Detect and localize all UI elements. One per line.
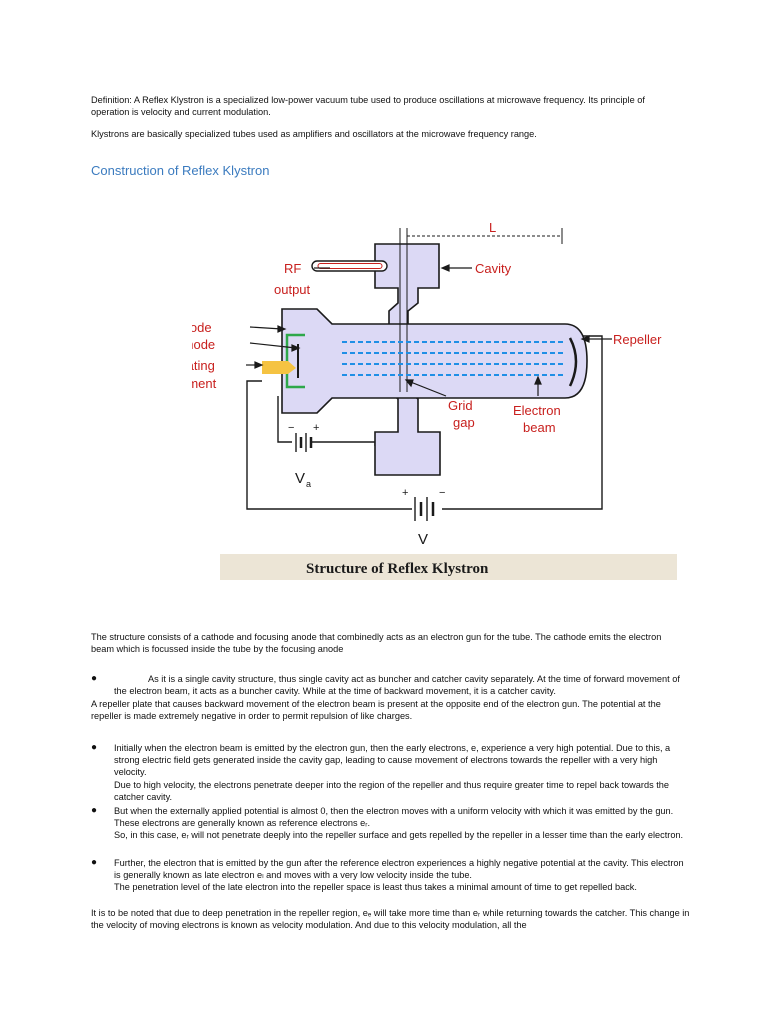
heating-element [262, 361, 296, 374]
reflex-klystron-figure: L [192, 196, 677, 582]
rf-output-loop [311, 260, 388, 272]
bullet-text-late-a: Further, the electron that is emitted by… [114, 858, 684, 881]
repeller-plate [568, 337, 578, 387]
label-arrows [246, 264, 612, 397]
bullet-dot: ● [91, 857, 98, 868]
label-L: L [489, 220, 496, 235]
arrowhead-beam [534, 375, 542, 385]
wire-va-cavity [312, 441, 376, 446]
bullet-text-early-b: Due to high velocity, the electrons pene… [114, 779, 669, 802]
klystrons-paragraph: Klystrons are basically specialized tube… [91, 129, 537, 139]
arrowhead-anode [277, 325, 287, 333]
label-electron: Electron [513, 403, 561, 418]
arrow-grid [407, 380, 447, 397]
section-heading: Construction of Reflex Klystron [91, 163, 270, 178]
label-gap: gap [453, 415, 475, 430]
arrowhead-heater [254, 361, 264, 369]
bullet-text-early-a: Initially when the electron beam is emit… [114, 743, 671, 778]
label-v-minus: − [439, 487, 445, 499]
closing-paragraph: It is to be noted that due to deep penet… [91, 908, 690, 931]
bullet-dot: ● [91, 805, 98, 816]
bullet-dot: ● [91, 673, 98, 684]
label-v: V [418, 531, 428, 548]
label-element: element [192, 376, 217, 391]
label-output: output [274, 282, 311, 297]
arrowhead-repeller [580, 335, 590, 343]
arrow-anode [249, 326, 283, 330]
electron-beam [342, 341, 564, 376]
definition-paragraph: Definition: A Reflex Klystron is a speci… [91, 95, 645, 118]
caption-background [220, 554, 677, 580]
label-va-minus: − [288, 422, 294, 434]
bullet-body: Further, the electron that is emitted by… [114, 857, 689, 894]
bullet-body: But when the externally applied potentia… [114, 805, 689, 842]
label-repeller: Repeller [613, 332, 662, 347]
label-va: V [295, 470, 305, 487]
battery-v [414, 497, 435, 521]
repeller-paragraph: A repeller plate that causes backward mo… [91, 699, 661, 722]
bullet-text: As it is a single cavity structure, thus… [114, 674, 680, 697]
tube-body [281, 308, 588, 414]
label-va-sub: a [306, 479, 311, 489]
arrowhead-cavity [440, 264, 450, 272]
label-beam: beam [523, 420, 556, 435]
bullet-text-reference-a: But when the externally applied potentia… [114, 806, 674, 829]
structure-paragraph: The structure consists of a cathode and … [91, 632, 662, 655]
label-heating: Heating [192, 358, 215, 373]
bullet-text-late-b: The penetration level of the late electr… [114, 882, 637, 893]
rf-output-inner [317, 263, 383, 269]
klystron-diagram: L [192, 220, 677, 580]
figure-caption: Structure of Reflex Klystron [306, 561, 489, 577]
bullet-body: Initially when the electron beam is emit… [114, 742, 689, 803]
wire-v-repeller [442, 335, 603, 510]
bullet-text-reference-b: So, in this case, eᵣ will not penetrate … [114, 830, 684, 841]
wire-cathode-v [246, 380, 412, 510]
bullet-dot: ● [91, 742, 98, 753]
arrowhead-grid [404, 379, 414, 388]
label-v-plus: + [402, 487, 408, 499]
label-anode: Anode [192, 320, 212, 335]
label-rf: RF [284, 261, 301, 276]
label-cathode: Cathode [192, 337, 215, 352]
label-cavity: Cavity [475, 261, 512, 276]
arrow-cathode [249, 342, 297, 349]
battery-va [295, 433, 313, 452]
label-va-plus: + [313, 422, 319, 434]
arrowhead-cathode [291, 344, 301, 352]
diagram-labels: RF output Cavity Anode Cathode Heating e… [192, 261, 662, 548]
label-grid: Grid [448, 398, 473, 413]
wire-anode-va [277, 396, 292, 443]
